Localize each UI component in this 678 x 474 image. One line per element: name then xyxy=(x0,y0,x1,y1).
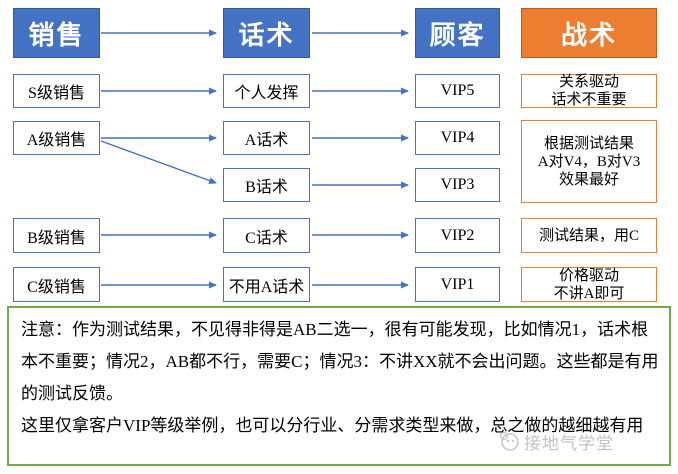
arrow-a-sales-to-script-b xyxy=(100,140,217,184)
jiediqixuetang-logo-icon xyxy=(499,431,519,451)
note-paragraph-1: 注意：作为测试结果，不见得非得是AB二选一，很有可能发现，比如情况1，话术根本不… xyxy=(21,320,659,403)
header-script: 话术 xyxy=(223,8,310,58)
node-s-script: 个人发挥 xyxy=(223,74,310,108)
note-box: 注意：作为测试结果，不见得非得是AB二选一，很有可能发现，比如情况1，话术根本不… xyxy=(7,306,671,466)
header-sales: 销售 xyxy=(13,8,100,58)
watermark: 接地气学堂 xyxy=(498,428,668,454)
node-a-sales: A级销售 xyxy=(13,121,100,155)
node-s-sales: S级销售 xyxy=(13,74,100,108)
node-vip5: VIP5 xyxy=(415,74,500,108)
node-script-c: C话术 xyxy=(223,218,310,253)
tactic-s: 关系驱动 话术不重要 xyxy=(521,74,657,108)
tactic-c: 价格驱动 不讲A即可 xyxy=(521,267,657,302)
node-script-no-a: 不用A话术 xyxy=(223,267,310,302)
header-tactic: 战术 xyxy=(521,8,657,58)
node-script-b: B话术 xyxy=(223,168,310,202)
note-paragraph-2: 这里仅拿客户VIP等级举例，也可以分行业、分需求类型来做，总之做的越细越有用 xyxy=(21,416,644,435)
node-vip1: VIP1 xyxy=(415,267,500,302)
node-c-sales: C级销售 xyxy=(13,267,100,302)
watermark-text: 接地气学堂 xyxy=(524,433,614,453)
tactic-b: 测试结果，用C xyxy=(521,218,657,253)
node-vip2: VIP2 xyxy=(415,218,500,253)
node-vip4: VIP4 xyxy=(415,121,500,155)
tactic-a: 根据测试结果 A对V4，B对V3 效果最好 xyxy=(521,120,657,203)
header-customer: 顾客 xyxy=(415,8,500,58)
node-script-a: A话术 xyxy=(223,121,310,155)
node-vip3: VIP3 xyxy=(415,168,500,202)
node-b-sales: B级销售 xyxy=(13,218,100,253)
